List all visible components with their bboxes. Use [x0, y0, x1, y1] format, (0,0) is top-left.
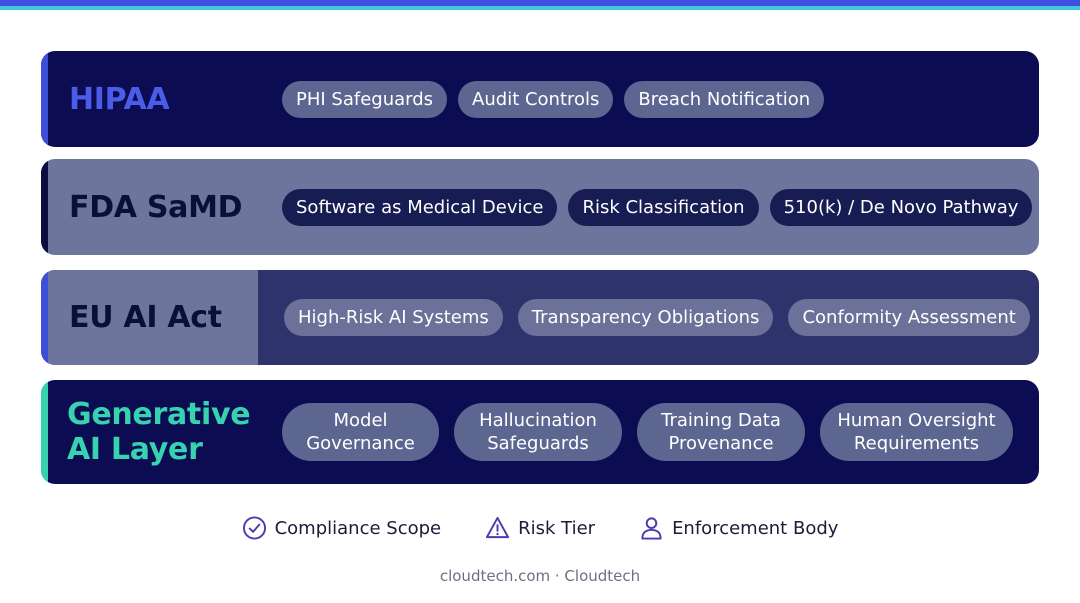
pill-high-risk-ai-systems: High-Risk AI Systems	[284, 299, 503, 336]
layer-pills: PHI Safeguards Audit Controls Breach Not…	[282, 51, 1013, 147]
layer-label-panel	[41, 270, 258, 365]
legend-label: Compliance Scope	[274, 517, 442, 539]
pill-software-as-medical-device: Software as Medical Device	[282, 188, 558, 226]
layer-accent-stripe	[41, 51, 48, 147]
legend-item-risk-tier: Risk Tier	[485, 515, 595, 541]
layer-accent-stripe	[41, 159, 48, 255]
footer-credit: cloudtech.com · Cloudtech	[439, 567, 641, 585]
layer-accent-stripe	[41, 380, 48, 484]
pill-phi-safeguards: PHI Safeguards	[282, 80, 448, 118]
legend: Compliance Scope Risk Tier Enforcement B…	[0, 512, 1080, 544]
warning-triangle-icon	[485, 515, 510, 541]
layer-title: FDA SaMD	[69, 189, 243, 225]
layer-pills: Model Governance Hallucination Safeguard…	[282, 380, 1013, 484]
pill-transparency-obligations: Transparency Obligations	[517, 299, 774, 336]
pill-risk-classification: Risk Classification	[568, 188, 759, 226]
legend-item-compliance-scope: Compliance Scope	[242, 515, 442, 541]
pill-model-governance: Model Governance	[282, 403, 439, 461]
pill-human-oversight-requirements: Human Oversight Requirements	[820, 403, 1013, 461]
pill-audit-controls: Audit Controls	[458, 80, 614, 118]
top-accent-bar	[0, 0, 1080, 10]
legend-item-enforcement-body: Enforcement Body	[639, 515, 838, 541]
layer-title-line-2: AI Layer	[67, 432, 203, 467]
legend-label: Risk Tier	[518, 517, 596, 539]
layer-accent-stripe	[41, 270, 48, 365]
pill-breach-notification: Breach Notification	[624, 80, 825, 118]
person-icon	[639, 515, 664, 541]
pill-hallucination-safeguards: Hallucination Safeguards	[454, 403, 622, 461]
layer-pills: Software as Medical Device Risk Classifi…	[282, 159, 1033, 255]
check-circle-icon	[242, 515, 267, 541]
layer-eu-ai-act: EU AI Act High-Risk AI Systems Transpare…	[41, 270, 1039, 365]
legend-label: Enforcement Body	[672, 517, 839, 539]
pill-conformity-assessment: Conformity Assessment	[788, 299, 1030, 336]
layer-title: HIPAA	[69, 81, 170, 117]
layer-fda-samd: FDA SaMD Software as Medical Device Risk…	[41, 159, 1039, 255]
layer-generative-ai: Generative AI Layer Model Governance Hal…	[41, 380, 1039, 484]
layer-title: EU AI Act	[69, 300, 222, 335]
layer-title-line-1: Generative	[67, 397, 251, 432]
layer-pills: High-Risk AI Systems Transparency Obliga…	[284, 270, 1030, 365]
layer-title: Generative AI Layer	[67, 380, 251, 484]
layer-hipaa: HIPAA PHI Safeguards Audit Controls Brea…	[41, 51, 1039, 147]
pill-510k-de-novo-pathway: 510(k) / De Novo Pathway	[769, 188, 1033, 226]
pill-training-data-provenance: Training Data Provenance	[637, 403, 805, 461]
